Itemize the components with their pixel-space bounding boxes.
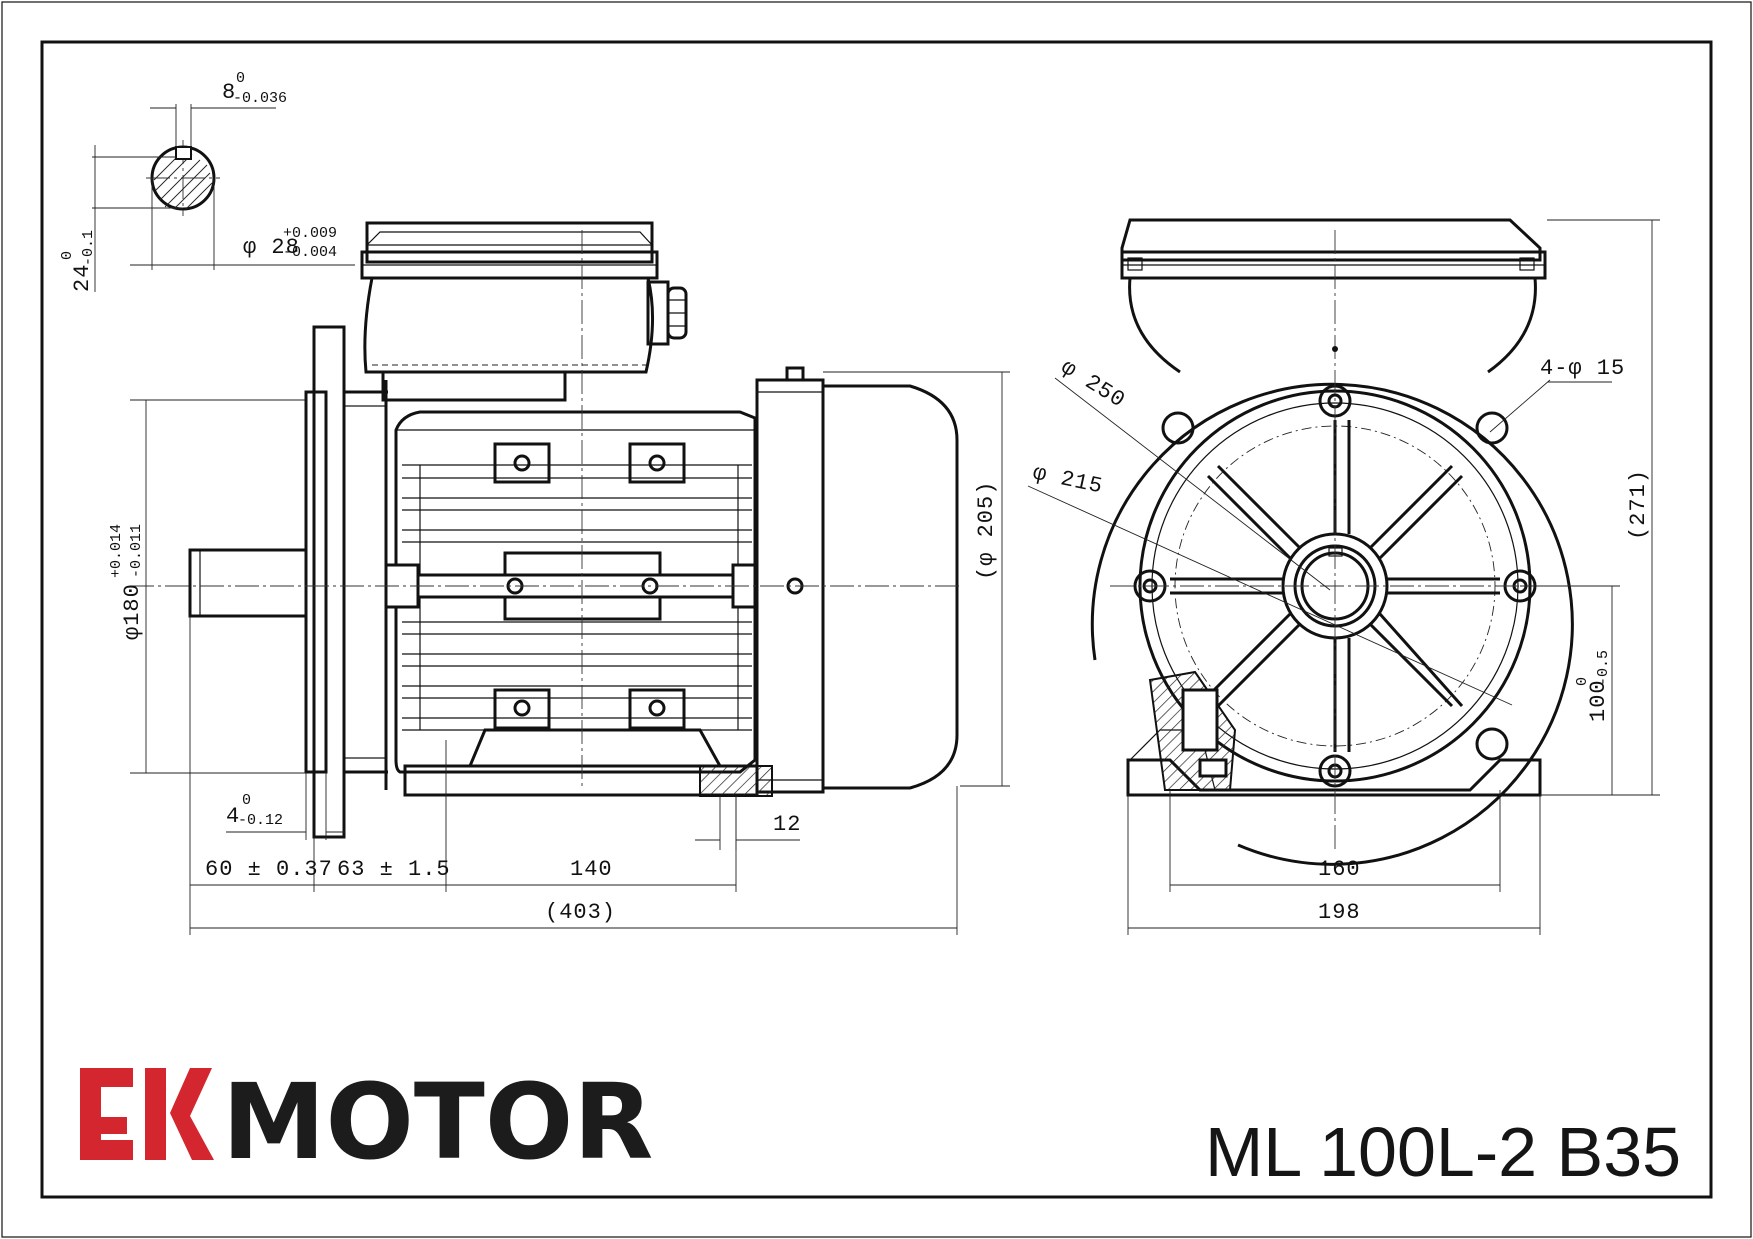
shaft-length-label: 60 ± 0.37 [205,857,333,882]
key-height-lower-tol: -0.1 [80,230,97,266]
spigot-depth-label: 4 [226,804,240,829]
pcd-label: φ 215 [1031,460,1106,499]
shaft-lower-tol: -0.004 [283,244,337,261]
shaft-height-upper-tol: 0 [1574,677,1591,686]
side-view-dimensions [130,371,1010,935]
foot-width-label: 198 [1318,900,1361,925]
fan-cover-diameter-label: (φ 205) [974,481,999,580]
spigot-upper-tol: +0.014 [108,524,125,578]
spigot-depth-upper-tol: 0 [242,792,251,809]
shaft-diameter-label: φ 28 [243,235,300,260]
foot-hole-distance-label: 140 [570,857,613,882]
spigot-diameter-label: φ180 [120,583,145,640]
key-height-label: 24 [70,264,95,292]
foot-thickness-label: 12 [773,812,801,837]
key-width-upper-tol: 0 [236,70,245,87]
flange-holes-label: 4-φ 15 [1540,356,1625,381]
key-width-label: 8 [222,80,236,105]
flange-diameter-label: φ 250 [1056,355,1129,414]
shaft-cross-section [92,104,355,292]
key-height-upper-tol: 0 [59,251,76,260]
shaft-height-lower-tol: -0.5 [1595,650,1612,686]
ek-logo-mark [80,1068,214,1160]
foot-hole-spacing-label: 160 [1318,857,1361,882]
shaft-upper-tol: +0.009 [283,225,337,242]
motor-end-view [1090,218,1620,866]
key-width-lower-tol: -0.036 [233,90,287,107]
overall-length-label: (403) [545,900,616,925]
flange-to-foot-label: 63 ± 1.5 [337,857,451,882]
spigot-depth-lower-tol: -0.12 [238,812,283,829]
overall-height-label: (271) [1626,469,1651,540]
brand-name: MOTOR [222,1061,653,1183]
model-number: ML 100L-2 B35 [1205,1113,1681,1191]
drawing-frame [40,40,1713,1199]
shaft-height-label: 100 [1586,679,1611,722]
end-view-dimensions [1027,219,1660,935]
spigot-lower-tol: -0.011 [128,524,145,578]
motor-side-view [130,221,960,839]
